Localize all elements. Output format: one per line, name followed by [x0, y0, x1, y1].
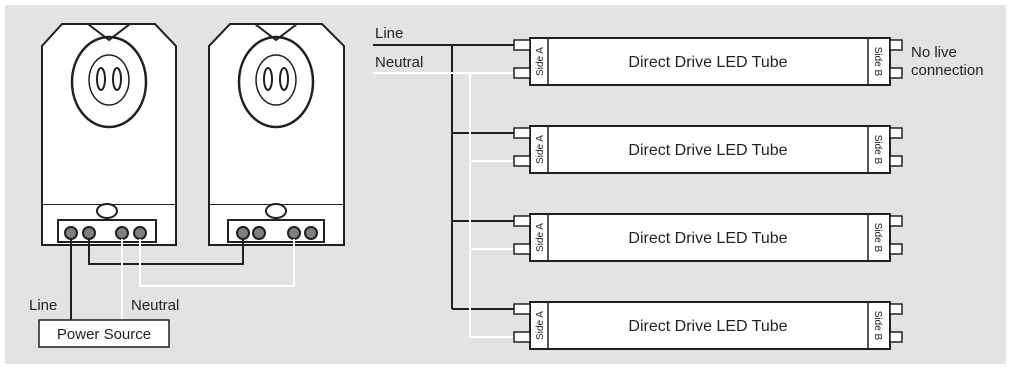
right-wires [373, 44, 514, 338]
led-tube-4: Direct Drive LED Tube Side A Side B [513, 301, 903, 350]
led-tube-3: Direct Drive LED Tube Side A Side B [513, 213, 903, 262]
left-wires [70, 239, 295, 320]
connection-label: connection [911, 62, 984, 79]
lampholder-left [41, 23, 177, 246]
tube-label: Direct Drive LED Tube [628, 142, 787, 159]
lampholder-right [208, 23, 345, 246]
left-neutral-label: Neutral [131, 297, 179, 314]
side-b-label: Side B [872, 47, 883, 77]
no-live-label: No live [911, 44, 957, 61]
led-tube-2: Direct Drive LED Tube Side A Side B [513, 125, 903, 174]
side-b-label: Side B [872, 311, 883, 341]
side-a-label: Side A [535, 135, 546, 164]
power-source-label: Power Source [57, 326, 151, 343]
side-a-label: Side A [535, 311, 546, 340]
side-a-label: Side A [535, 223, 546, 252]
led-tube-1: Direct Drive LED Tube Side A Side B [513, 37, 903, 86]
side-a-label: Side A [535, 47, 546, 76]
right-neutral-label: Neutral [375, 54, 423, 71]
power-source-box [38, 319, 170, 348]
side-b-label: Side B [872, 135, 883, 165]
side-b-label: Side B [872, 223, 883, 253]
left-line-label: Line [29, 297, 57, 314]
tube-label: Direct Drive LED Tube [628, 318, 787, 335]
tube-label: Direct Drive LED Tube [628, 230, 787, 247]
right-line-label: Line [375, 25, 403, 42]
tube-label: Direct Drive LED Tube [628, 54, 787, 71]
